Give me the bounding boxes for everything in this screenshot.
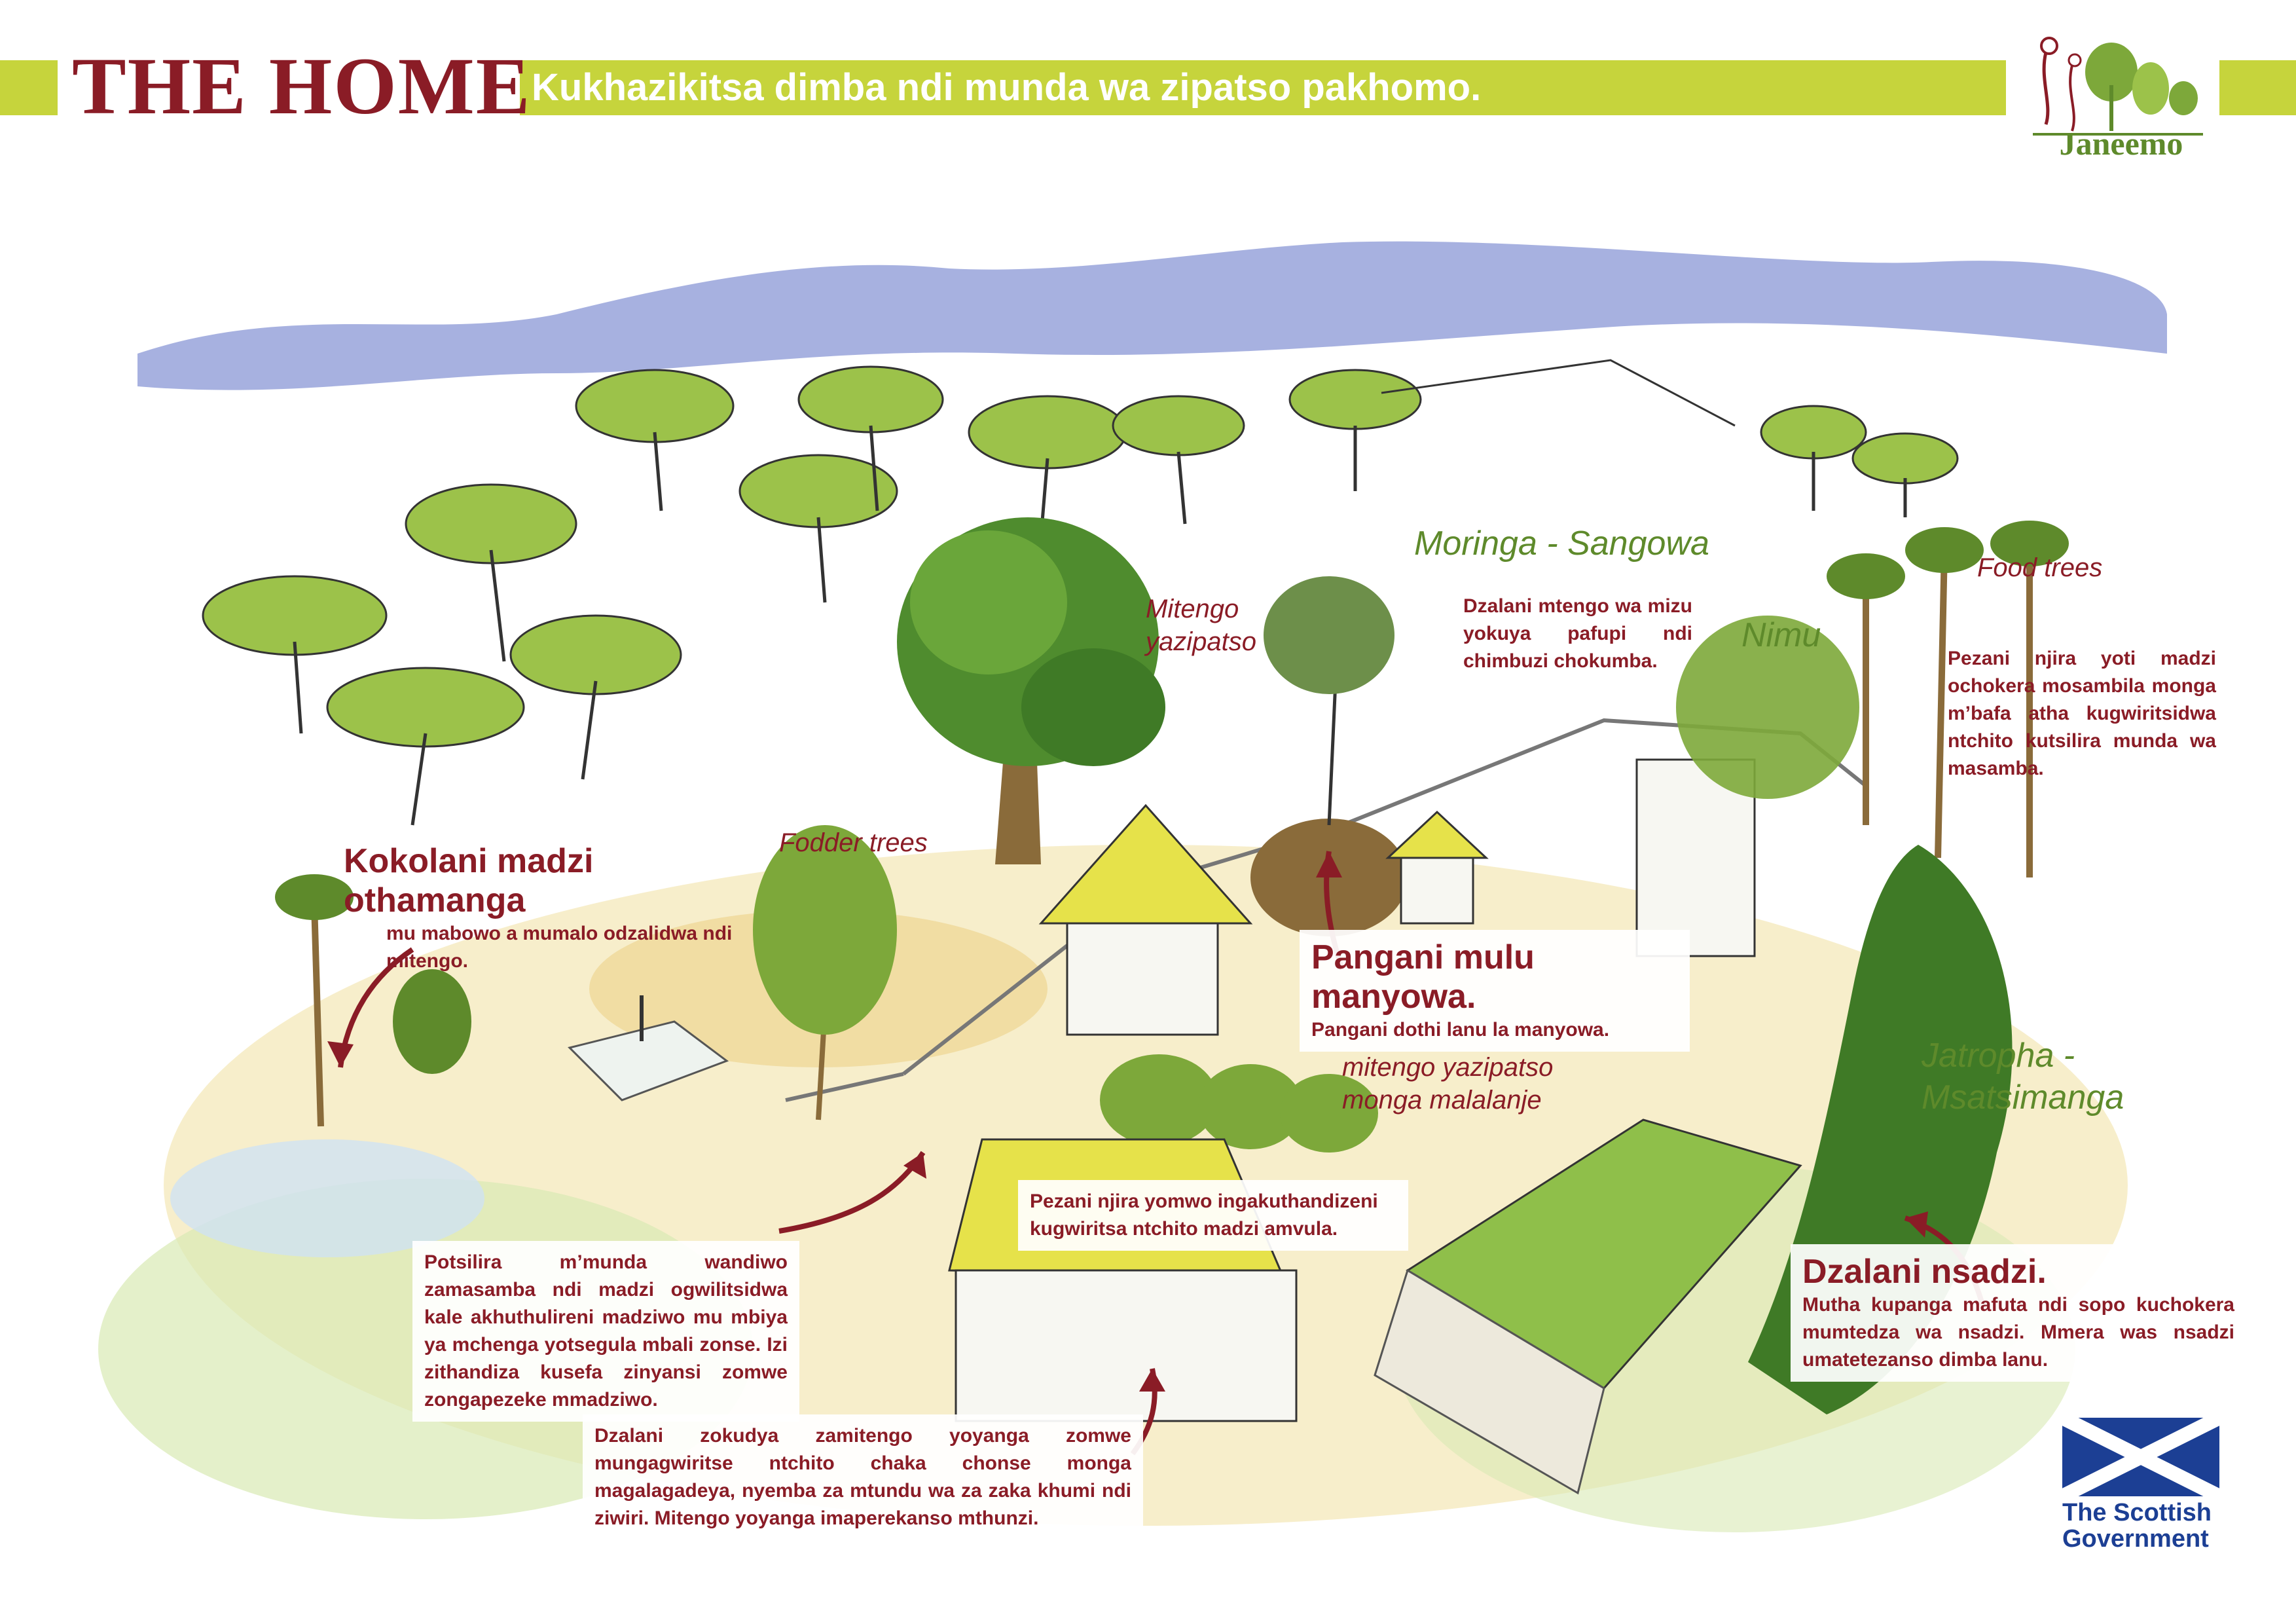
callout-potsilira: Potsilira m’munda wandiwo zamasamba ndi …: [412, 1241, 799, 1422]
nimu-tree: [1676, 616, 1859, 799]
papaya-left: [275, 874, 471, 1127]
label-orange-trees: mitengo yazipatso monga malalanje: [1342, 1053, 1554, 1115]
label-nimu: Nimu: [1741, 616, 1821, 654]
page-subtitle: Kukhazikitsa dimba ndi munda wa zipatso …: [532, 66, 1482, 109]
janeemo-logo: [2033, 37, 2203, 136]
label-food-trees: Food trees: [1977, 553, 2103, 582]
callout-dzalani-zokudya: Dzalani zokudya zamitengo yoyanga zomwe …: [583, 1414, 1143, 1540]
water-pump: [568, 995, 729, 1101]
sky-wave: [137, 241, 2167, 390]
callout-moringa: Dzalani mtengo wa mizu yokuya pafupi ndi…: [1463, 595, 1692, 672]
food-trees: [1863, 544, 2033, 877]
orange-trees: [1100, 1054, 1378, 1153]
label-fodder-trees: Fodder trees: [779, 828, 928, 857]
saltire-flag-icon: [2062, 1418, 2219, 1496]
background-trees: [202, 365, 1959, 748]
callout-pangani: Pangani mulu manyowa. Pangani dothi lanu…: [1300, 930, 1690, 1052]
moringa-tree: [1264, 576, 1394, 826]
fruit-tree-large: [897, 517, 1165, 864]
label-mitengo-yazipatso: Mitengo yazipatso: [1146, 595, 1256, 656]
fodder-tree: [753, 825, 897, 1120]
callout-food-trees: Pezani njira yoti madzi ochokera mosambi…: [1948, 648, 2216, 779]
callout-kokolani: Kokolani madzi othamanga mu mabowo a mum…: [344, 842, 733, 972]
header-bar-left: [0, 60, 58, 115]
page-title: THE HOME: [72, 41, 532, 131]
vegetable-garden: [1374, 1118, 1802, 1495]
label-jatropha: Jatropha - Msatsimanga: [1922, 1037, 2124, 1116]
header-bar: [520, 60, 2006, 115]
granary: [1385, 810, 1489, 925]
label-moringa: Moringa - Sangowa: [1414, 525, 1709, 563]
logo-text: Janeemo: [2059, 125, 2183, 162]
header-bar-right: [2219, 60, 2296, 115]
callout-pezani: Pezani njira yomwo ingakuthandizeni kugw…: [1018, 1180, 1408, 1251]
callout-nsadzi: Dzalani nsadzi. Mutha kupanga mafuta ndi…: [1791, 1244, 2246, 1382]
scottish-government-text: The Scottish Government: [2062, 1499, 2212, 1553]
round-hut: [1038, 803, 1253, 1036]
